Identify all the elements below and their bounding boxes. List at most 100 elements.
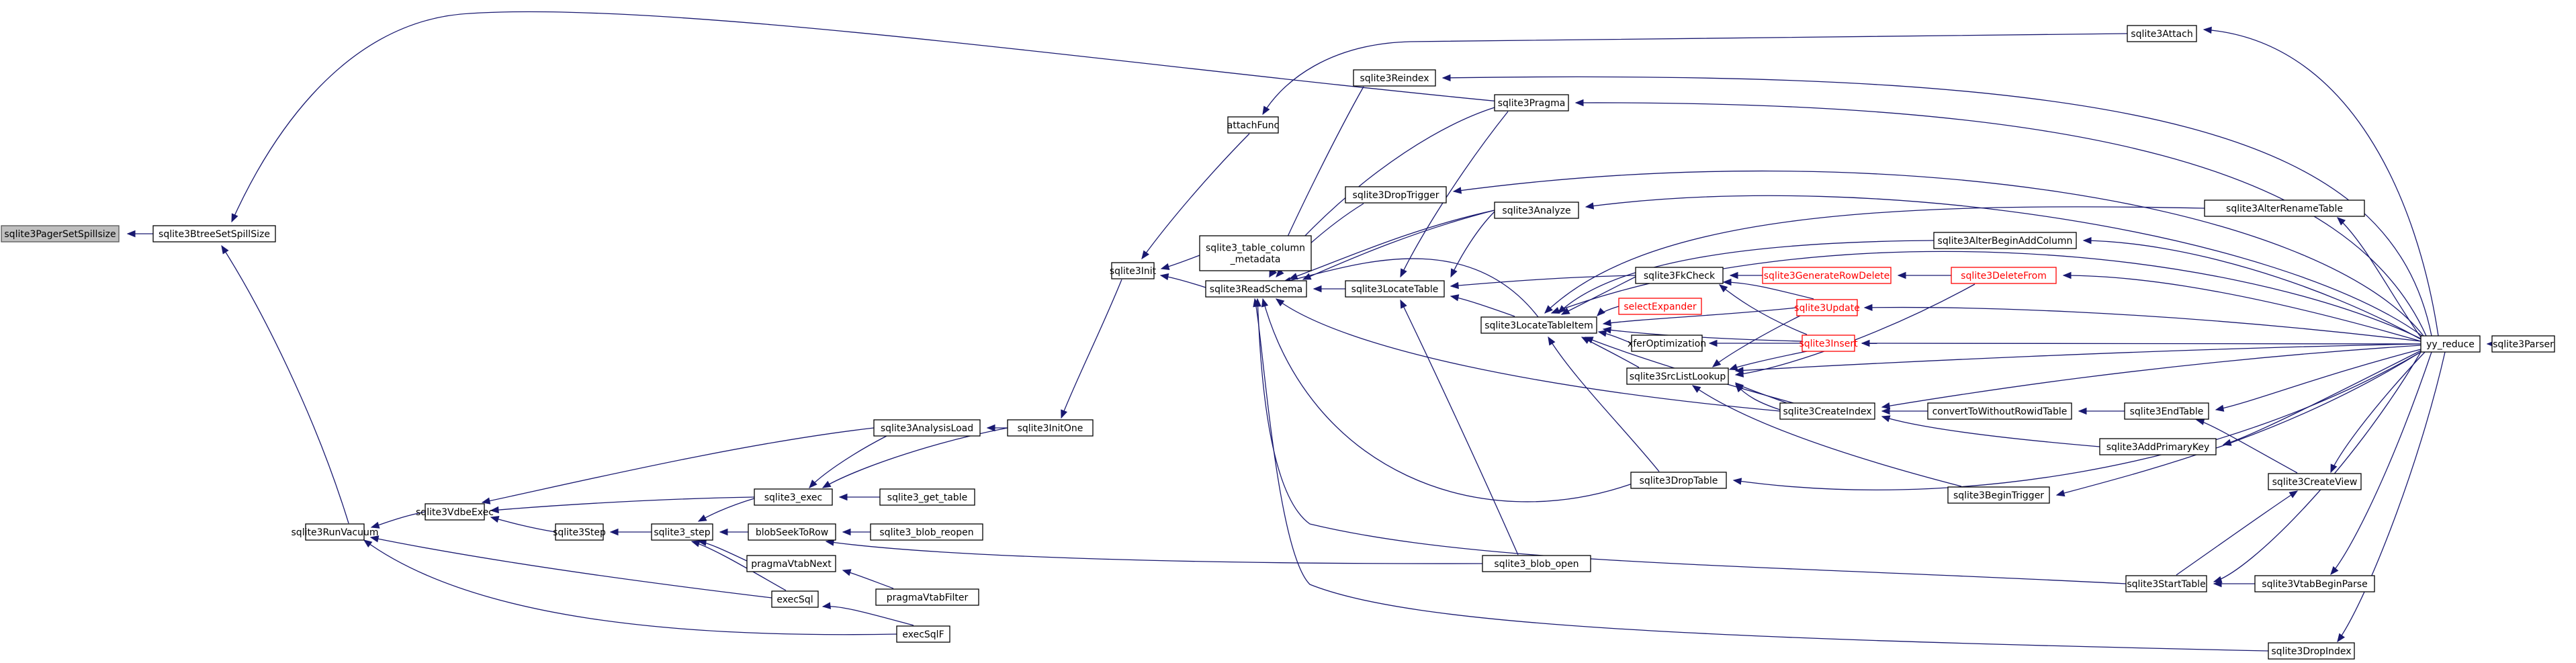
- node-box: [651, 523, 713, 541]
- node-box: [1345, 186, 1447, 204]
- node-srclist[interactable]: sqlite3SrcListLookup: [1626, 367, 1729, 385]
- edge-endtable-to-convert: [2078, 407, 2125, 415]
- node-fkcheck[interactable]: sqlite3FkCheck: [1635, 267, 1724, 284]
- node-step2[interactable]: sqlite3_step: [651, 523, 713, 541]
- node-attachfunc[interactable]: attachFunc: [1227, 116, 1279, 134]
- node-label: pragmaVtabFilter: [887, 592, 969, 603]
- edge-createindex-to-srclist: [1734, 382, 1787, 404]
- node-grd[interactable]: sqlite3GenerateRowDelete: [1762, 267, 1892, 284]
- node-abac[interactable]: sqlite3AlterBeginAddColumn: [1933, 232, 2077, 249]
- node-lti[interactable]: sqlite3LocateTableItem: [1480, 316, 1597, 334]
- edge-line: [482, 427, 875, 503]
- node-pragma[interactable]: sqlite3Pragma: [1494, 94, 1569, 112]
- edge-yy-to-droptable: [1732, 351, 2422, 491]
- node-alterrename[interactable]: sqlite3AlterRenameTable: [2204, 200, 2365, 217]
- edge-arrowhead: [1722, 278, 1732, 286]
- edge-arrowhead: [1061, 409, 1068, 419]
- node-convert[interactable]: convertToWithoutRowidTable: [1927, 402, 2072, 420]
- node-step[interactable]: sqlite3Step: [553, 523, 606, 541]
- edge-blobseek-to-step2: [719, 528, 748, 536]
- edge-line: [1558, 240, 1935, 314]
- edge-line: [370, 537, 772, 599]
- edge-arrowhead: [1550, 307, 1560, 314]
- node-exec[interactable]: sqlite3_exec: [754, 488, 833, 506]
- node-box: [1199, 235, 1312, 271]
- edge-line: [1450, 296, 1515, 317]
- node-begintrigger[interactable]: sqlite3BeginTrigger: [1947, 486, 2050, 504]
- node-pvfilter[interactable]: pragmaVtabFilter: [875, 588, 979, 606]
- node-btree[interactable]: sqlite3BtreeSetSpillSize: [152, 225, 276, 242]
- node-dropindex[interactable]: sqlite3DropIndex: [2268, 642, 2355, 660]
- node-deletefrom[interactable]: sqlite3DeleteFrom: [1951, 267, 2057, 284]
- edge-starttable-to-createview: [2176, 490, 2299, 576]
- node-reindex[interactable]: sqlite3Reindex: [1353, 69, 1436, 87]
- edge-pragma-to-locatetable: [1400, 111, 1509, 278]
- edge-arrowhead: [1881, 407, 1890, 415]
- edge-yy-to-abac: [2082, 236, 2422, 340]
- edge-arrowhead: [363, 539, 373, 548]
- node-label: sqlite3SrcListLookup: [1630, 371, 1726, 382]
- node-box: [1947, 486, 2050, 504]
- edge-arrowhead: [1262, 105, 1270, 116]
- node-addpk[interactable]: sqlite3AddPrimaryKey: [2099, 438, 2217, 455]
- node-box: [1111, 262, 1155, 279]
- edge-update-to-lti: [1602, 307, 1797, 326]
- edge-arrowhead: [1708, 339, 1718, 347]
- node-locatetable[interactable]: sqlite3LocateTable: [1345, 280, 1445, 298]
- node-box: [1345, 280, 1445, 298]
- node-parser[interactable]: sqlite3Parser: [2491, 335, 2555, 353]
- node-analyze[interactable]: sqlite3Analyze: [1494, 202, 1579, 219]
- node-createindex[interactable]: sqlite3CreateIndex: [1779, 402, 1875, 420]
- node-analysis[interactable]: sqlite3AnalysisLoad: [873, 419, 981, 437]
- node-selexp[interactable]: selectExpander: [1618, 298, 1702, 315]
- edge-line: [1575, 102, 2427, 337]
- edge-yy-to-begintrigger: [2055, 351, 2422, 497]
- node-vdbe[interactable]: sqlite3VdbeExec: [416, 503, 494, 521]
- node-label: sqlite3AddPrimaryKey: [2106, 442, 2210, 453]
- node-droptrigger[interactable]: sqlite3DropTrigger: [1345, 186, 1447, 204]
- node-box: [1626, 367, 1729, 385]
- edge-fkcheck-to-locatetable: [1450, 275, 1636, 290]
- node-readschema[interactable]: sqlite3ReadSchema: [1205, 280, 1307, 298]
- edge-arrowhead: [691, 540, 701, 547]
- node-endtable[interactable]: sqlite3EndTable: [2124, 402, 2209, 420]
- edge-line: [1061, 279, 1122, 418]
- edge-init-to-initone: [1061, 279, 1122, 419]
- node-runvac[interactable]: sqlite3RunVacuum: [292, 523, 379, 541]
- node-attach[interactable]: sqlite3Attach: [2127, 25, 2197, 42]
- node-xfer[interactable]: xferOptimization: [1628, 335, 1706, 352]
- edge-update-to-fkcheck: [1722, 278, 1814, 300]
- node-blobreopen[interactable]: sqlite3_blob_reopen: [870, 523, 983, 541]
- node-update[interactable]: sqlite3Update: [1794, 299, 1860, 316]
- node-insert[interactable]: sqlite3Insert: [1799, 335, 1858, 352]
- node-init[interactable]: sqlite3Init: [1110, 262, 1157, 279]
- node-droptable[interactable]: sqlite3DropTable: [1630, 472, 1727, 489]
- node-blobseek[interactable]: blobSeekToRow: [748, 523, 836, 541]
- node-label: execSqlF: [902, 629, 944, 640]
- edge-arrowhead: [1897, 271, 1906, 279]
- edge-line: [2083, 240, 2422, 340]
- edge-insert-to-fkcheck: [1718, 284, 1808, 335]
- edge-pragma-to-btree: [231, 11, 1500, 223]
- node-label: sqlite3AnalysisLoad: [881, 423, 973, 434]
- node-tcm[interactable]: sqlite3_table_column_metadata: [1199, 235, 1312, 271]
- edge-line: [1442, 76, 2432, 337]
- node-blobopen[interactable]: sqlite3_blob_open: [1482, 555, 1591, 572]
- node-gettable[interactable]: sqlite3_get_table: [879, 488, 975, 506]
- node-root[interactable]: sqlite3PagerSetSpillsize: [1, 225, 120, 242]
- edge-insert-to-srclist: [1728, 351, 1808, 371]
- node-starttable[interactable]: sqlite3StartTable: [2125, 575, 2207, 592]
- edge-arrowhead: [369, 535, 380, 543]
- node-execsql[interactable]: execSql: [771, 590, 819, 608]
- edge-arrowhead: [1732, 478, 1742, 485]
- node-initone[interactable]: sqlite3InitOne: [1007, 419, 1094, 437]
- node-vbp[interactable]: sqlite3VtabBeginParse: [2254, 575, 2375, 592]
- edge-arrowhead: [1735, 384, 1744, 393]
- node-label: sqlite3LocateTableItem: [1484, 320, 1593, 331]
- edge-alterrename-to-lti: [1544, 206, 2205, 314]
- node-pvnext[interactable]: pragmaVtabNext: [746, 555, 836, 572]
- node-createview[interactable]: sqlite3CreateView: [2268, 473, 2362, 490]
- node-execsqlf[interactable]: execSqlF: [896, 625, 950, 643]
- edge-arrowhead: [2289, 490, 2299, 498]
- node-yy[interactable]: yy_reduce: [2420, 335, 2481, 353]
